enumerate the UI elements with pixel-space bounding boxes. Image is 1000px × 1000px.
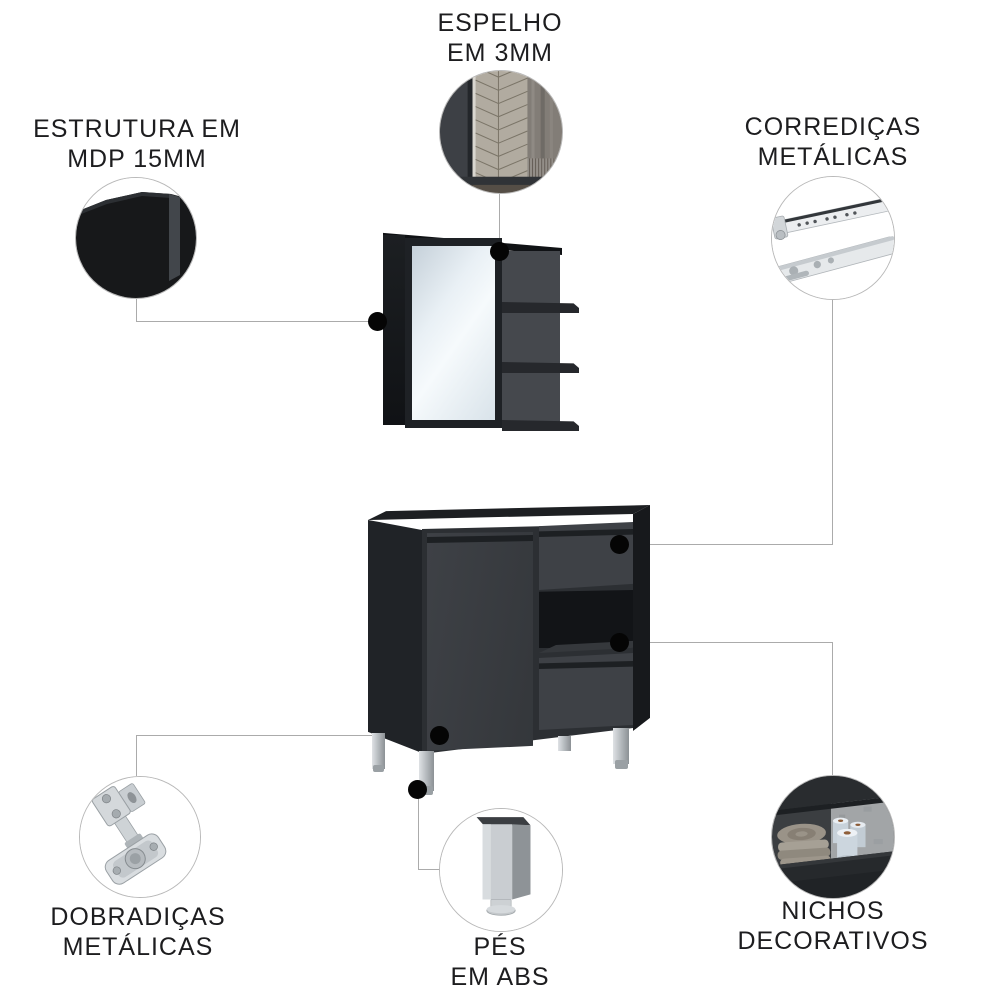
connector-line-nichos-h <box>619 642 833 643</box>
pes-label-line2: EM ABS <box>450 963 550 991</box>
pes-label: PÉS EM ABS <box>380 932 620 992</box>
connector-line-dobradicas-v <box>136 735 137 776</box>
mirror-cabinet-shelf-1 <box>502 302 579 313</box>
drawer-slides-illustration <box>772 177 894 299</box>
base-cabinet-top <box>368 505 650 521</box>
hinge-illustration <box>80 777 200 897</box>
mdp-panel-corner-photo <box>75 177 197 299</box>
espelho-label-line1: ESPELHO <box>437 9 563 37</box>
mirror-cabinet-left-panel <box>383 235 405 425</box>
decorative-niche-illustration <box>772 776 894 898</box>
estrutura-label: ESTRUTURA EM MDP 15MM <box>17 114 257 174</box>
espelho-label: ESPELHO EM 3MM <box>380 8 620 68</box>
base-cabinet-right-panel <box>633 505 650 731</box>
estrutura-label-line1: ESTRUTURA EM <box>33 115 241 143</box>
cabinet-leg-back-left <box>372 733 385 769</box>
mirror-glass <box>412 246 495 420</box>
cabinet-leg-front-right <box>613 728 629 764</box>
connector-dot-espelho <box>490 242 509 261</box>
abs-foot-illustration <box>440 809 562 931</box>
connector-line-estrutura-h <box>136 321 377 322</box>
connector-line-estrutura-v <box>136 297 137 322</box>
connector-line-corredicas-h <box>619 544 833 545</box>
dobradicas-label-line2: METÁLICAS <box>62 933 214 961</box>
mirror-cabinet-shelf-3 <box>502 420 579 431</box>
dobradicas-label: DOBRADIÇAS METÁLICAS <box>18 902 258 962</box>
base-cabinet-drawer-bottom-groove <box>539 661 633 669</box>
metal-drawer-slides-photo <box>771 176 895 300</box>
base-cabinet-drawer-top-groove <box>539 529 633 537</box>
mirror-cabinet-shelf-2 <box>502 362 579 373</box>
base-cabinet-left-panel <box>368 519 422 754</box>
corredicas-label: CORREDIÇAS METÁLICAS <box>713 112 953 172</box>
cabinet-leg-middle <box>558 736 571 751</box>
connector-line-corredicas-v <box>832 298 833 544</box>
connector-dot-nichos <box>610 633 629 652</box>
mirror-closeup-illustration <box>440 71 562 193</box>
connector-line-dobradicas-h <box>136 735 440 736</box>
connector-line-pes-v <box>418 790 419 869</box>
mdp-panel-illustration <box>76 178 196 298</box>
connector-dot-estrutura <box>368 312 387 331</box>
metal-hinge-photo <box>79 776 201 898</box>
cabinet-leg-front-right-foot <box>615 760 628 769</box>
base-cabinet-door <box>427 532 533 751</box>
connector-line-pes-h <box>418 869 440 870</box>
base-cabinet-door-groove <box>427 535 533 543</box>
decorative-niche-photo <box>771 775 895 899</box>
espelho-label-line2: EM 3MM <box>447 39 553 67</box>
connector-dot-pes <box>408 780 427 799</box>
nichos-label-line1: NICHOS <box>781 897 885 925</box>
dobradicas-label-line1: DOBRADIÇAS <box>50 903 226 931</box>
connector-line-espelho-v <box>499 192 500 252</box>
connector-dot-corredicas <box>610 535 629 554</box>
nichos-label-line2: DECORATIVOS <box>737 927 929 955</box>
connector-line-nichos-v <box>832 642 833 775</box>
mirror-cabinet-shelf-column <box>502 251 560 430</box>
cabinet-leg-back-left-foot <box>373 765 384 772</box>
nichos-label: NICHOS DECORATIVOS <box>713 896 953 956</box>
connector-dot-dobradicas <box>430 726 449 745</box>
corredicas-label-line2: METÁLICAS <box>757 143 909 171</box>
corredicas-label-line1: CORREDIÇAS <box>744 113 922 141</box>
pes-label-line1: PÉS <box>473 933 527 961</box>
mirror-closeup-photo <box>439 70 563 194</box>
estrutura-label-line2: MDP 15MM <box>67 145 207 173</box>
abs-foot-photo <box>439 808 563 932</box>
